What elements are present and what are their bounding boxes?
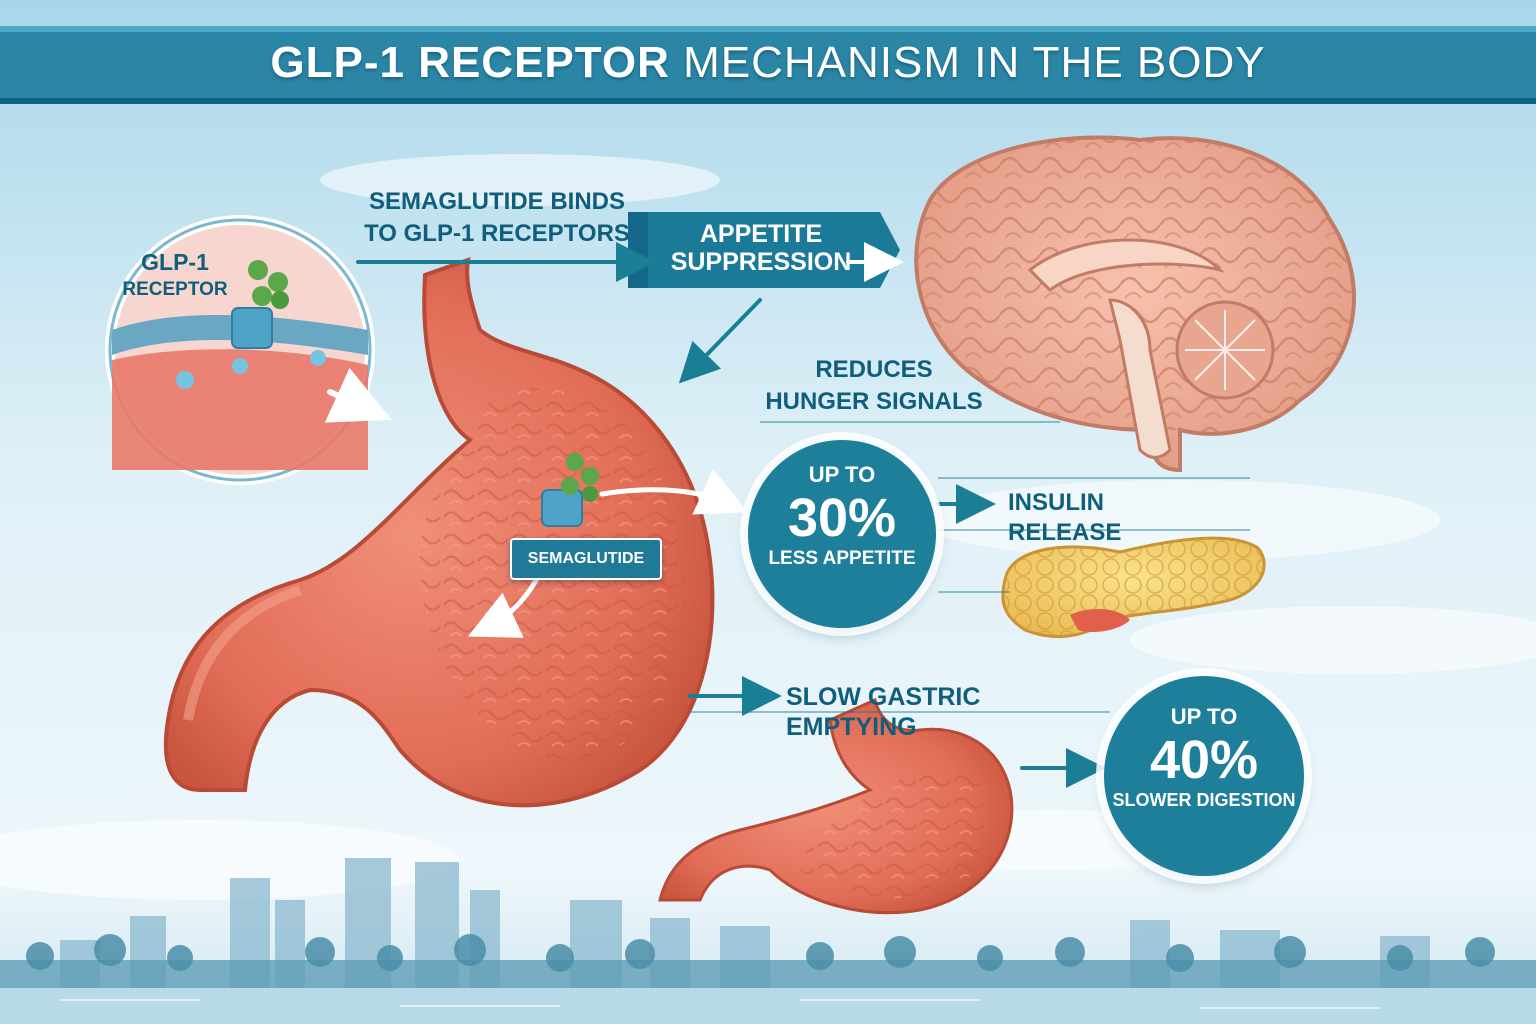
brain-art [914,135,1356,473]
appetite-stat-circle: UP TO 30% LESS APPETITE [748,440,936,628]
receptor-label-line2: RECEPTOR [122,279,228,300]
stomach-receptor-art [541,453,599,527]
binding-label: SEMAGLUTIDE BINDS TO GLP-1 RECEPTORS [352,186,642,250]
receptor-inset-art [105,215,375,485]
appetite-stat-top: UP TO [808,462,876,487]
binding-line1: SEMAGLUTIDE BINDS [368,188,625,215]
title-rest: MECHANISM IN THE BODY [683,38,1266,87]
hunger-line1: REDUCES [815,356,933,383]
hunger-label: REDUCES HUNGER SIGNALS [744,354,1004,418]
semaglutide-tag: SEMAGLUTIDE [510,538,662,580]
digestion-stat-value: 40% [1149,730,1259,790]
hunger-line2: HUNGER SIGNALS [765,388,983,415]
receptor-label-line1: GLP-1 [141,249,209,275]
gastric-label: SLOW GASTRIC EMPTYING [786,683,981,741]
pancreas-art [1001,536,1266,639]
binding-line2: TO GLP-1 RECEPTORS [364,220,630,247]
appetite-suppression-label: APPETITE SUPPRESSION [656,220,866,276]
appetite-line2: SUPPRESSION [670,248,852,276]
digestion-stat-top: UP TO [1170,704,1238,729]
page-title: GLP-1 RECEPTOR MECHANISM IN THE BODY [0,30,1536,96]
appetite-stat-value: 30% [787,488,897,548]
title-bold: GLP-1 RECEPTOR [270,38,670,87]
digestion-stat-bottom: SLOWER DIGESTION [1112,790,1296,810]
digestion-stat-circle: UP TO 40% SLOWER DIGESTION [1104,676,1304,876]
receptor-label: GLP-1 RECEPTOR [120,248,230,304]
appetite-line1: APPETITE [699,220,823,248]
appetite-stat-bottom: LESS APPETITE [768,548,916,569]
stomach-small [658,697,1014,915]
insulin-label: INSULIN RELEASE [1008,489,1122,546]
